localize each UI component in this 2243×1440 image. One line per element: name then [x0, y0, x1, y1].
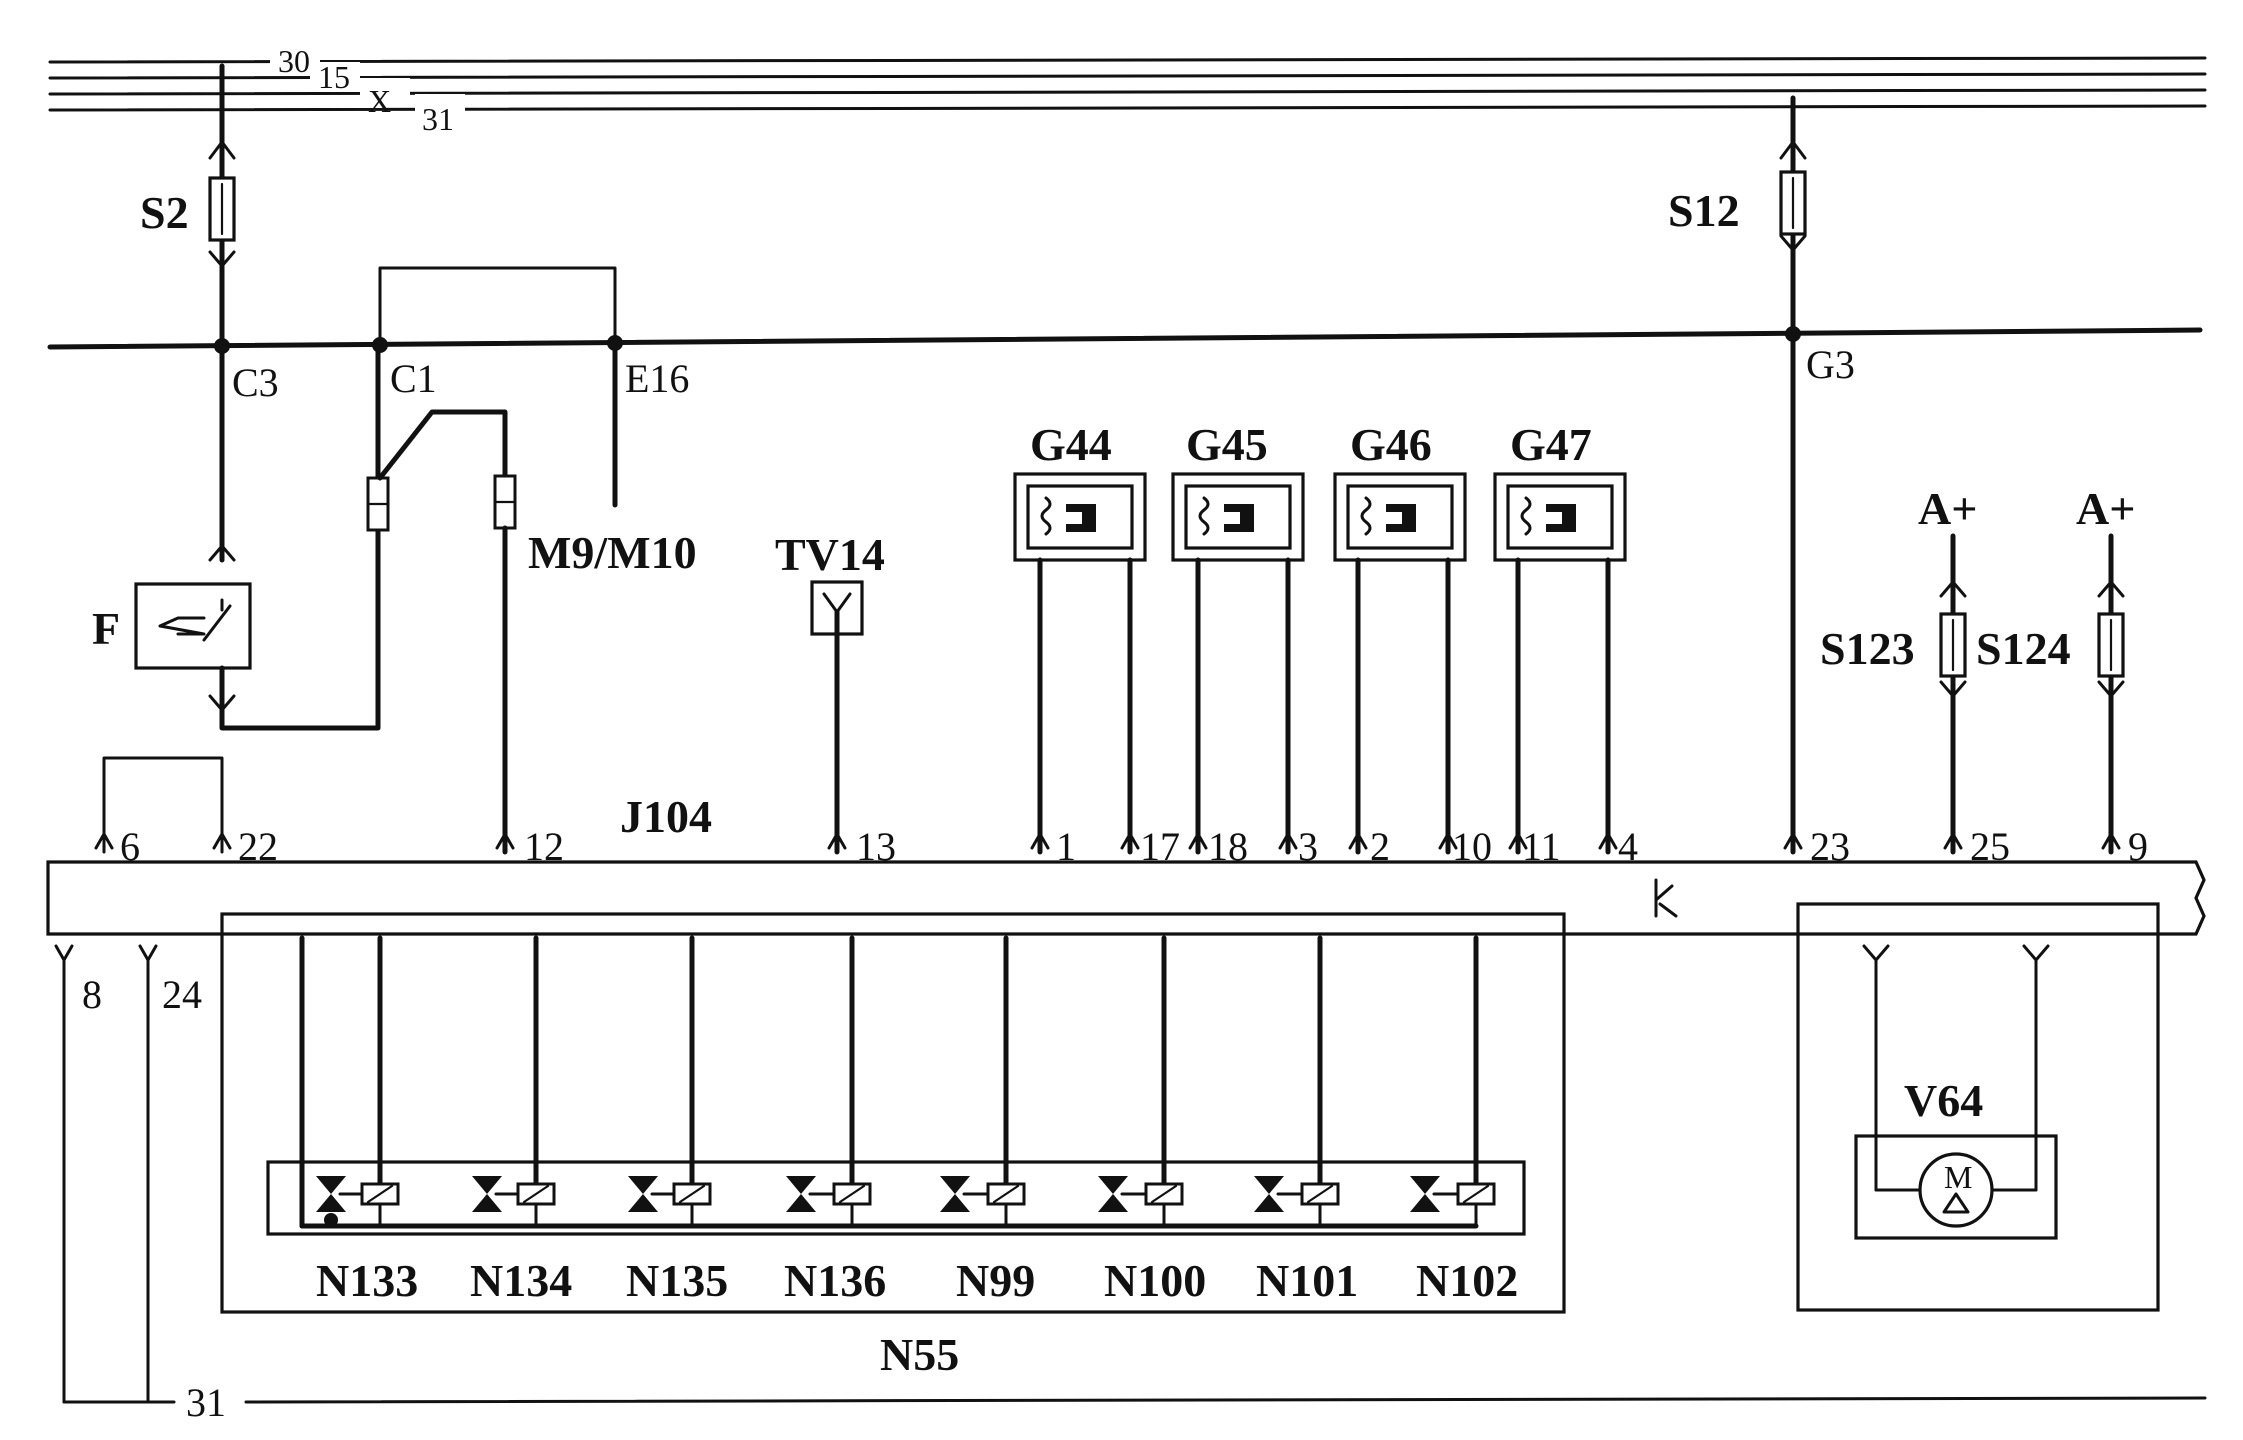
- valve-n134-symbol: [472, 1176, 502, 1212]
- valve-n135-symbol: [628, 1176, 658, 1212]
- pin-10: 10: [1452, 824, 1492, 869]
- valve-n100-label: N100: [1104, 1255, 1206, 1306]
- rail-30-label: 30: [278, 43, 310, 79]
- rail-15: [48, 72, 2207, 80]
- bus-line: [47, 327, 2203, 350]
- motor-m-letter: M: [1944, 1159, 1972, 1195]
- sensor-g45: G45: [1171, 419, 1305, 855]
- sensor-g44-label: G44: [1030, 419, 1112, 470]
- sensor-g45-label: G45: [1186, 419, 1268, 470]
- sensor-g47: G47: [1493, 419, 1627, 855]
- rail-31-label: 31: [422, 101, 454, 137]
- n55-label: N55: [880, 1329, 959, 1380]
- sensor-g46: G46: [1333, 419, 1467, 855]
- pin-8: 8: [82, 972, 102, 1017]
- sensor-g46-label: G46: [1350, 419, 1432, 470]
- valve-block-n55: N55: [220, 912, 1566, 1380]
- node-c1-label: C1: [390, 356, 437, 401]
- node-g3-label: G3: [1806, 342, 1855, 387]
- fuse-s124-label: S124: [1976, 623, 2071, 674]
- ground-pins: 8 24 31: [54, 944, 2207, 1425]
- valve-n135: N135: [626, 935, 728, 1306]
- bridge-c1-e16: [378, 266, 617, 347]
- rail-31: [48, 104, 2207, 112]
- aplus-1-label: A+: [1918, 483, 1977, 534]
- node-c3-label: C3: [232, 360, 279, 405]
- sensor-g44: G44: [1013, 419, 1147, 855]
- motor-v64: M V64: [1796, 902, 2160, 1312]
- ground-31-label: 31: [186, 1380, 226, 1425]
- fuse-s123: A+ S123: [1820, 483, 1977, 855]
- valve-n134-label: N134: [470, 1255, 572, 1306]
- rail-30: [48, 56, 2207, 64]
- pin-25: 25: [1970, 824, 2010, 869]
- valve-n136: N136: [784, 935, 886, 1306]
- valve-n133-label: N133: [316, 1255, 418, 1306]
- pin-11: 11: [1522, 824, 1561, 869]
- component-tv14: TV14: [775, 529, 885, 855]
- valve-n136-label: N136: [784, 1255, 886, 1306]
- pin-6: 6: [120, 824, 140, 869]
- pin-2: 2: [1370, 824, 1390, 869]
- m9-m10-label: M9/M10: [528, 527, 697, 578]
- tv14-label: TV14: [775, 529, 885, 580]
- pin-3: 3: [1298, 824, 1318, 869]
- v64-label: V64: [1904, 1075, 1983, 1126]
- control-unit-j104: J104: [46, 791, 2206, 936]
- fuse-s124: A+ S124: [1976, 483, 2135, 855]
- valve-n133: N133: [299, 935, 418, 1306]
- fuse-s12-label: S12: [1668, 185, 1740, 236]
- sensor-g47-label: G47: [1510, 419, 1592, 470]
- valve-n101-label: N101: [1256, 1255, 1358, 1306]
- node-e16-label: E16: [625, 356, 689, 401]
- motor-symbol: [1918, 1152, 1994, 1228]
- pin-9: 9: [2128, 824, 2148, 869]
- valve-n99-symbol: [940, 1176, 970, 1212]
- rail-x-label: X: [368, 83, 391, 119]
- rail-15-label: 15: [318, 59, 350, 95]
- pin-17: 17: [1140, 824, 1180, 869]
- valve-n134: N134: [470, 935, 572, 1306]
- j104-top-pins: 6 22 12 13 1 17 18 3 2 10 11 4 23 25 9: [94, 756, 2148, 869]
- pin-23: 23: [1810, 824, 1850, 869]
- valve-n102: N102: [1410, 935, 1518, 1306]
- connector-m9-m10: M9/M10: [366, 409, 697, 855]
- valve-n102-label: N102: [1416, 1255, 1518, 1306]
- pin-12: 12: [524, 824, 564, 869]
- aplus-2-label: A+: [2076, 483, 2135, 534]
- switch-f-label: F: [92, 603, 120, 654]
- pin-22: 22: [238, 824, 278, 869]
- valve-n101: N101: [1254, 935, 1358, 1306]
- valve-n102-symbol: [1410, 1176, 1440, 1212]
- pin-1: 1: [1056, 824, 1076, 869]
- fuse-s2: S2: [140, 63, 236, 349]
- fuse-s12: S12: [1668, 95, 1807, 337]
- valve-n100: N100: [1098, 935, 1206, 1306]
- fuse-s2-label: S2: [140, 187, 189, 238]
- valve-n99: N99: [940, 935, 1035, 1306]
- j104-label: J104: [620, 791, 712, 842]
- pin-24: 24: [162, 972, 202, 1017]
- valve-n101-symbol: [1254, 1176, 1284, 1212]
- pin-13: 13: [856, 824, 896, 869]
- valve-n136-symbol: [786, 1176, 816, 1212]
- valve-n100-symbol: [1098, 1176, 1128, 1212]
- supply-rails: 30 15 X 31: [48, 43, 2207, 137]
- valve-n133-symbol: [316, 1176, 346, 1212]
- distribution-bus: C3 C1 E16 G3: [47, 326, 2203, 405]
- pin-18: 18: [1208, 824, 1248, 869]
- valve-n99-label: N99: [956, 1255, 1035, 1306]
- pin-4: 4: [1618, 824, 1638, 869]
- valve-n135-label: N135: [626, 1255, 728, 1306]
- switch-f: F: [92, 342, 381, 731]
- fuse-s123-label: S123: [1820, 623, 1915, 674]
